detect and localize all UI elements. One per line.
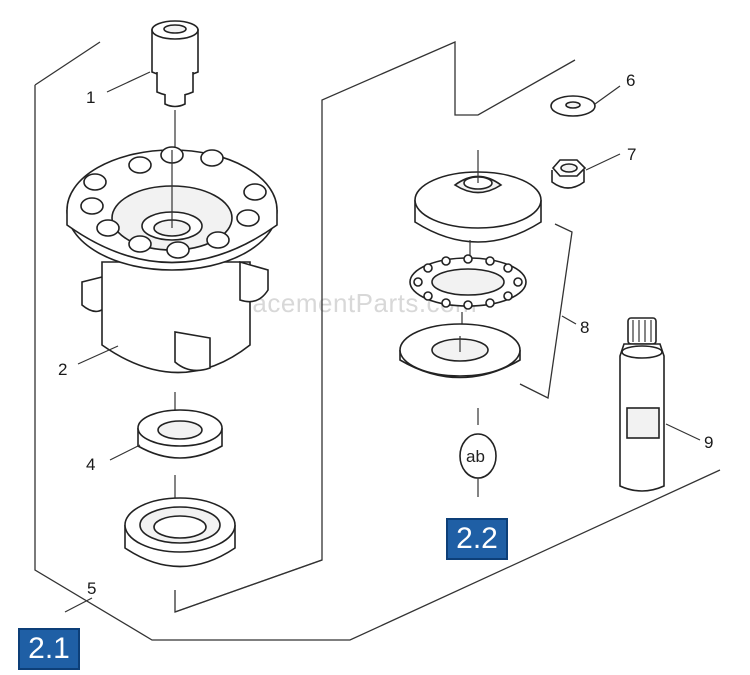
- part-8-bearing-set: [399, 150, 573, 425]
- part-1-sleeve: [151, 20, 199, 170]
- callout-8: 8: [580, 318, 589, 337]
- ab-lubricant-symbol: ab: [459, 433, 497, 497]
- callout-5: 5: [87, 579, 96, 598]
- ab-text: ab: [466, 447, 485, 466]
- callout-1: 1: [86, 88, 95, 107]
- callout-6: 6: [626, 71, 635, 90]
- part-5-bearing: [124, 475, 236, 568]
- group-2-1-inner-edge: [174, 559, 323, 613]
- callout-7: 7: [627, 145, 636, 164]
- part-9-oil-bottle: [619, 317, 665, 492]
- callout-9: 9: [704, 433, 713, 452]
- leader-lines: [64, 71, 701, 613]
- race-balls: [413, 254, 523, 310]
- part-7-nut: [551, 159, 587, 189]
- callout-2: 2: [58, 360, 67, 379]
- callout-4: 4: [86, 455, 95, 474]
- group-2-2-badge: 2.2: [446, 518, 508, 560]
- part-4-seal-ring: [137, 392, 223, 459]
- group-2-1-badge: 2.1: [18, 628, 80, 670]
- part-6-washer: [550, 95, 596, 117]
- part-2-housing: [66, 146, 278, 374]
